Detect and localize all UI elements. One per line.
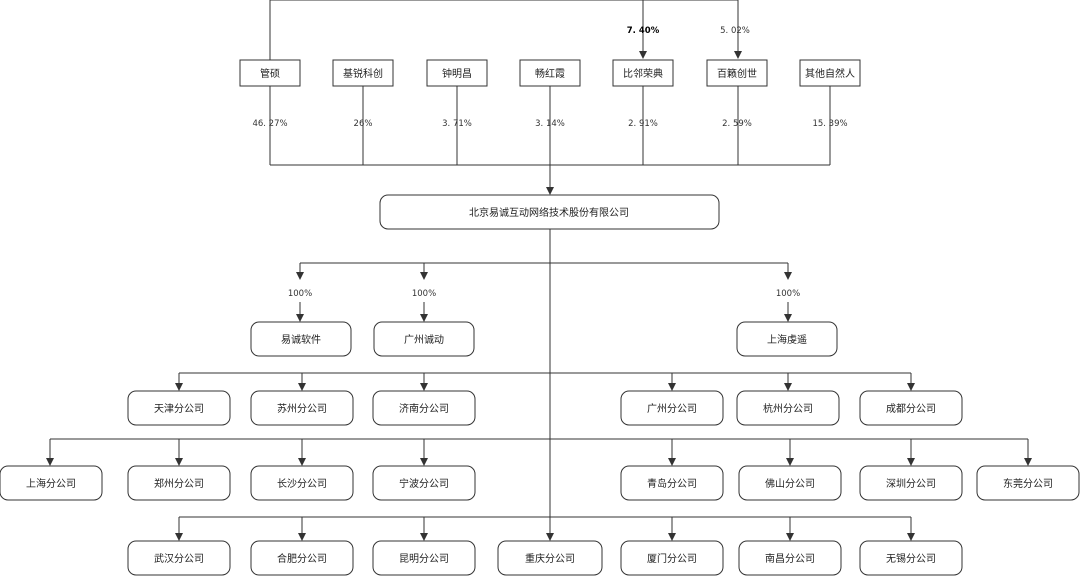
- branch-jinan[interactable]: 济南分公司: [372, 390, 476, 426]
- subsidiary-pct-yicheng: 100%: [288, 289, 312, 299]
- main-company-label: 北京易诚互动网络技术股份有限公司: [469, 206, 629, 219]
- cross-holding-line: [269, 0, 738, 60]
- subsidiary-yicheng[interactable]: 易诚软件: [250, 321, 352, 357]
- branch-label: 苏州分公司: [277, 402, 327, 415]
- shareholder-pct: 3. 14%: [535, 119, 565, 129]
- branch-label: 南昌分公司: [765, 552, 815, 565]
- branch-label: 无锡分公司: [886, 552, 936, 565]
- shareholder-label: 百籁创世: [717, 67, 757, 80]
- branch-hangzhou[interactable]: 杭州分公司: [736, 390, 840, 426]
- shareholder-label: 管硕: [260, 67, 280, 80]
- branch-qingdao[interactable]: 青岛分公司: [620, 465, 724, 501]
- branch-changsha[interactable]: 长沙分公司: [250, 465, 354, 501]
- shareholder-drops: [269, 86, 831, 166]
- branch-zhengzhou[interactable]: 郑州分公司: [127, 465, 231, 501]
- branch-label: 济南分公司: [399, 402, 449, 415]
- shareholder-pct: 3. 71%: [442, 119, 472, 129]
- shareholder-baiji[interactable]: 百籁创世: [706, 59, 768, 87]
- cross-holding-pct-baiji: 5. 02%: [720, 26, 750, 36]
- shareholder-label: 钟明昌: [442, 67, 472, 80]
- branch-hefei[interactable]: 合肥分公司: [250, 540, 354, 576]
- shareholder-label: 畅红霞: [535, 67, 565, 80]
- branch-ningbo[interactable]: 宁波分公司: [372, 465, 476, 501]
- branch-guangzhou[interactable]: 广州分公司: [620, 390, 724, 426]
- branch-label: 东莞分公司: [1003, 477, 1053, 490]
- branch-label: 广州分公司: [647, 403, 697, 415]
- branch-label: 成都分公司: [886, 403, 936, 415]
- branch-label: 上海分公司: [26, 477, 76, 490]
- shareholder-guan[interactable]: 管硕: [239, 59, 301, 87]
- shareholder-pct: 15. 39%: [812, 119, 847, 129]
- branch-label: 重庆分公司: [525, 552, 575, 565]
- branch-foshan[interactable]: 佛山分公司: [738, 465, 842, 501]
- shareholder-label: 基锐科创: [343, 67, 383, 80]
- branch-label: 合肥分公司: [277, 552, 327, 565]
- shareholder-pct: 26%: [354, 119, 373, 129]
- shareholder-pct: 2. 59%: [722, 119, 752, 129]
- branch-shanghai[interactable]: 上海分公司: [0, 465, 103, 501]
- shareholder-label: 其他自然人: [805, 67, 855, 80]
- branch-suzhou[interactable]: 苏州分公司: [250, 390, 354, 426]
- shareholder-pct: 2. 91%: [628, 119, 658, 129]
- branch-nanchang[interactable]: 南昌分公司: [738, 540, 842, 576]
- shareholder-chang[interactable]: 畅红霞: [519, 59, 581, 87]
- branch-chongqing[interactable]: 重庆分公司: [497, 540, 603, 576]
- branch-label: 武汉分公司: [154, 552, 204, 565]
- cross-holding-pct-bilin: 7. 40%: [627, 26, 660, 36]
- shareholder-zhong[interactable]: 钟明昌: [426, 59, 488, 87]
- shareholder-bilin[interactable]: 比邻荣典: [612, 59, 674, 87]
- shareholder-percentages: 46. 27% 26% 3. 71% 3. 14% 2. 91% 2. 59% …: [252, 119, 847, 129]
- branch-label: 深圳分公司: [886, 478, 936, 490]
- branch-label: 杭州分公司: [763, 402, 813, 415]
- branch-dongguan[interactable]: 东莞分公司: [976, 465, 1080, 501]
- main-company-node[interactable]: 北京易诚互动网络技术股份有限公司: [379, 194, 720, 230]
- subsidiary-shanghai[interactable]: 上海虔遥: [736, 321, 838, 357]
- branch-wuxi[interactable]: 无锡分公司: [859, 540, 963, 576]
- subsidiary-pct-shanghai: 100%: [776, 289, 800, 299]
- branch-label: 昆明分公司: [399, 553, 449, 565]
- branch-label: 青岛分公司: [647, 477, 697, 490]
- subsidiary-label: 广州诚动: [404, 334, 444, 346]
- subsidiary-guangzhou[interactable]: 广州诚动: [373, 321, 475, 357]
- branch-xiamen[interactable]: 厦门分公司: [620, 540, 724, 576]
- branch-shenzhen[interactable]: 深圳分公司: [859, 465, 963, 501]
- branch-label: 长沙分公司: [277, 478, 327, 490]
- shareholder-others[interactable]: 其他自然人: [799, 59, 861, 87]
- subsidiary-label: 上海虔遥: [767, 333, 807, 346]
- shareholder-jirui[interactable]: 基锐科创: [332, 59, 394, 87]
- branch-tianjin[interactable]: 天津分公司: [127, 390, 231, 426]
- branch-wuhan[interactable]: 武汉分公司: [127, 540, 231, 576]
- branch-label: 厦门分公司: [647, 552, 697, 565]
- shareholder-pct: 46. 27%: [252, 119, 287, 129]
- shareholder-nodes: 管硕 基锐科创 钟明昌 畅红霞 比邻荣典 百籁创世 其他自然人: [239, 59, 861, 87]
- subsidiary-pct-guangzhou: 100%: [412, 289, 436, 299]
- branch-label: 宁波分公司: [399, 477, 449, 490]
- shareholder-label: 比邻荣典: [623, 67, 663, 80]
- branch-chengdu[interactable]: 成都分公司: [859, 390, 963, 426]
- branch-label: 天津分公司: [154, 403, 204, 415]
- connectors: [46, 0, 1032, 541]
- branch-label: 郑州分公司: [154, 477, 204, 490]
- branch-kunming[interactable]: 昆明分公司: [372, 540, 476, 576]
- branch-label: 佛山分公司: [765, 477, 815, 490]
- subsidiary-label: 易诚软件: [281, 333, 321, 346]
